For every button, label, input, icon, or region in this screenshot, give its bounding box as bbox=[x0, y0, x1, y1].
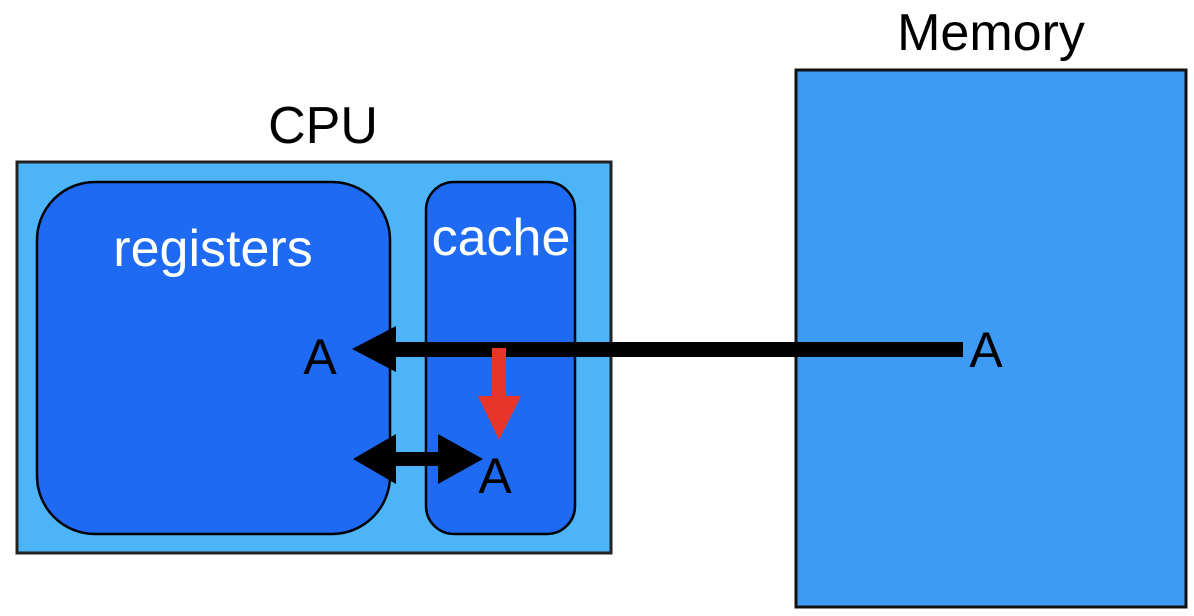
registers-label: registers bbox=[113, 220, 312, 278]
arrow-load-into-cache bbox=[478, 348, 521, 440]
arrow-shaft bbox=[492, 348, 506, 398]
registers-item-a: A bbox=[303, 329, 337, 385]
cpu-title: CPU bbox=[268, 97, 378, 155]
arrow-shaft bbox=[392, 452, 448, 466]
cache-item-a: A bbox=[478, 448, 512, 504]
arrow-head-left-icon bbox=[353, 434, 396, 484]
memory-block bbox=[794, 68, 1188, 609]
memory-item-a: A bbox=[969, 322, 1003, 378]
arrow-registers-cache-exchange bbox=[353, 434, 483, 484]
arrow-head-left-icon bbox=[352, 326, 396, 372]
memory-title: Memory bbox=[897, 4, 1085, 62]
arrow-head-down-icon bbox=[478, 396, 521, 440]
arrow-shaft bbox=[393, 342, 963, 357]
arrow-head-right-icon bbox=[438, 434, 483, 484]
arrow-memory-to-registers bbox=[352, 326, 963, 372]
cache-label: cache bbox=[432, 209, 571, 267]
